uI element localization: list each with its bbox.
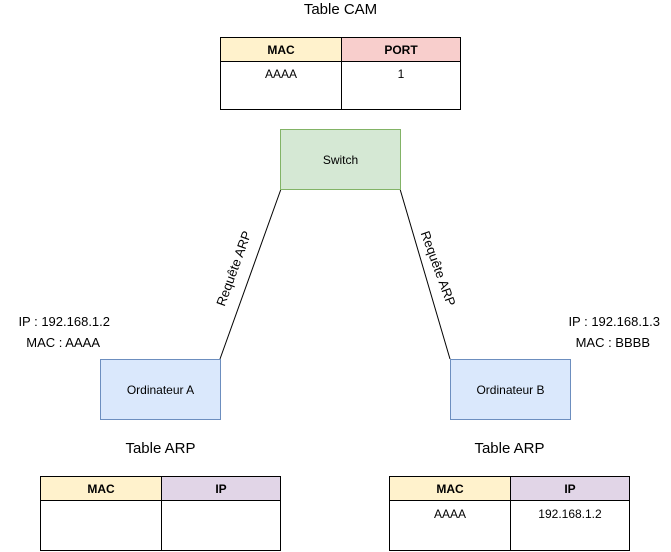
switch-node: Switch — [280, 129, 401, 190]
cam-header-port: PORT — [342, 38, 460, 62]
link-label-left: Requête ARP — [213, 229, 254, 308]
arp-b-column-mac: MAC AAAA — [390, 477, 511, 550]
arp-table-a: MAC IP — [40, 476, 281, 551]
cam-cell-port: 1 — [397, 67, 405, 81]
computer-b-label: Ordinateur B — [476, 382, 545, 397]
arp-b-column-ip: IP 192.168.1.2 — [511, 477, 629, 550]
arp-b-header-mac: MAC — [390, 477, 510, 501]
computer-b-info: IP : 192.168.1.3 MAC : BBBB — [540, 311, 660, 353]
cam-table: MAC AAAA PORT 1 — [220, 37, 461, 110]
link-switch-to-computer-b — [399, 188, 451, 360]
computer-a-label: Ordinateur A — [126, 382, 195, 397]
arp-b-header-ip: IP — [511, 477, 629, 501]
computer-a-info: IP : 192.168.1.2 MAC : AAAA — [0, 311, 110, 353]
link-switch-to-computer-a — [219, 188, 282, 360]
cam-header-mac: MAC — [221, 38, 341, 62]
arp-b-cell-ip: 192.168.1.2 — [538, 507, 602, 521]
cam-cell-mac: AAAA — [264, 67, 297, 81]
computer-a-node: Ordinateur A — [100, 359, 221, 420]
cam-column-mac: MAC AAAA — [221, 38, 342, 109]
computer-a-mac: MAC : AAAA — [26, 335, 100, 350]
computer-b-ip: IP : 192.168.1.3 — [568, 314, 660, 329]
switch-label: Switch — [322, 152, 359, 167]
arp-table-a-title: Table ARP — [125, 440, 196, 457]
arp-table-b: MAC AAAA IP 192.168.1.2 — [389, 476, 630, 551]
computer-b-node: Ordinateur B — [450, 359, 571, 420]
arp-a-column-ip: IP — [162, 477, 280, 550]
arp-table-b-title: Table ARP — [474, 440, 545, 457]
computer-a-ip: IP : 192.168.1.2 — [18, 314, 110, 329]
cam-column-port: PORT 1 — [342, 38, 460, 109]
arp-a-header-ip: IP — [162, 477, 280, 501]
arp-a-column-mac: MAC — [41, 477, 162, 550]
arp-b-cell-mac: AAAA — [433, 507, 466, 521]
arp-a-header-mac: MAC — [41, 477, 161, 501]
cam-table-title: Table CAM — [303, 1, 378, 18]
computer-b-mac: MAC : BBBB — [575, 335, 650, 350]
